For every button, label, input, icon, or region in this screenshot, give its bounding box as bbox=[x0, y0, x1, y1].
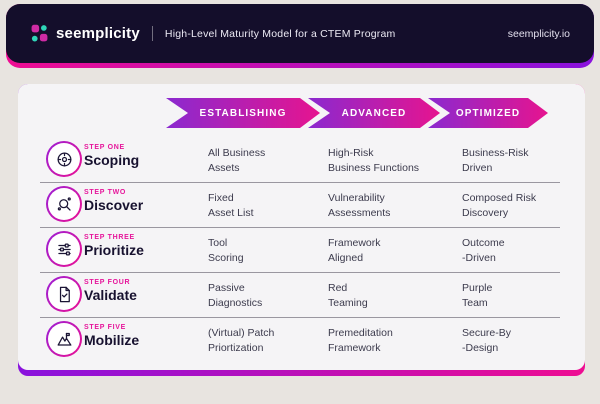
table-row-validate: STEP FOUR Validate Passive Diagnostics R… bbox=[18, 273, 585, 318]
cell-advanced: Vulnerability Assessments bbox=[328, 192, 391, 219]
scoping-target-icon bbox=[46, 141, 82, 177]
cell-optimized: Purple Team bbox=[462, 282, 493, 309]
cell-advanced: Red Teaming bbox=[328, 282, 368, 309]
column-headers: ESTABLISHING ADVANCED OPTIMIZED bbox=[166, 98, 548, 128]
cell-establishing: Passive Diagnostics bbox=[208, 282, 263, 309]
cell-advanced: High-Risk Business Functions bbox=[328, 147, 420, 174]
step-label-block: STEP ONE Scoping bbox=[84, 144, 139, 168]
maturity-model-card-inner: ESTABLISHING ADVANCED OPTIMIZED STEP ONE… bbox=[18, 84, 585, 370]
step-title: Mobilize bbox=[84, 332, 140, 348]
page-title: High-Level Maturity Model for a CTEM Pro… bbox=[164, 27, 396, 40]
maturity-model-card: ESTABLISHING ADVANCED OPTIMIZED STEP ONE… bbox=[18, 84, 585, 376]
table-row-prioritize: STEP THREE Prioritize Tool Scoring Frame… bbox=[18, 228, 585, 273]
seemplicity-logo-icon bbox=[30, 23, 49, 44]
cell-advanced: Premeditation Framework bbox=[328, 327, 393, 354]
website-url: seemplicity.io bbox=[507, 27, 570, 40]
step-number: STEP FOUR bbox=[84, 279, 131, 286]
maturity-rows: STEP ONE Scoping All Business Assets Hig… bbox=[18, 138, 585, 363]
step-title: Prioritize bbox=[84, 242, 144, 258]
validate-document-icon bbox=[46, 276, 82, 312]
prioritize-sliders-icon bbox=[46, 231, 82, 267]
step-label-block: STEP FIVE Mobilize bbox=[84, 324, 139, 348]
column-header-advanced: ADVANCED bbox=[308, 98, 440, 128]
column-header-establishing: ESTABLISHING bbox=[166, 98, 320, 128]
cell-optimized: Secure-By -Design bbox=[462, 327, 512, 354]
step-number: STEP TWO bbox=[84, 189, 127, 196]
cell-optimized: Composed Risk Discovery bbox=[462, 192, 537, 219]
cell-establishing: (Virtual) Patch Priortization bbox=[208, 327, 275, 354]
step-title: Discover bbox=[84, 197, 144, 213]
brand-name: seemplicity bbox=[56, 25, 140, 42]
table-row-scoping: STEP ONE Scoping All Business Assets Hig… bbox=[18, 138, 585, 183]
discover-search-icon bbox=[46, 186, 82, 222]
step-number: STEP THREE bbox=[84, 234, 135, 241]
cell-advanced: Framework Aligned bbox=[328, 237, 381, 264]
cell-establishing: All Business Assets bbox=[208, 147, 266, 174]
mobilize-mountain-icon bbox=[46, 321, 82, 357]
cell-optimized: Business-Risk Driven bbox=[462, 147, 529, 174]
header-banner: seemplicity High-Level Maturity Model fo… bbox=[6, 4, 594, 68]
cell-establishing: Tool Scoring bbox=[208, 237, 244, 264]
cell-optimized: Outcome -Driven bbox=[462, 237, 505, 264]
step-number: STEP ONE bbox=[84, 144, 125, 151]
step-title: Scoping bbox=[84, 152, 140, 168]
header-divider bbox=[151, 26, 153, 41]
step-label-block: STEP FOUR Validate bbox=[84, 279, 137, 303]
header-inner: seemplicity High-Level Maturity Model fo… bbox=[6, 4, 594, 63]
step-label-block: STEP TWO Discover bbox=[84, 189, 143, 213]
step-title: Validate bbox=[84, 287, 137, 303]
table-row-discover: STEP TWO Discover Fixed Asset List Vulne… bbox=[18, 183, 585, 228]
column-header-optimized: OPTIMIZED bbox=[428, 98, 548, 128]
step-label-block: STEP THREE Prioritize bbox=[84, 234, 144, 258]
step-number: STEP FIVE bbox=[84, 324, 126, 331]
table-row-mobilize: STEP FIVE Mobilize (Virtual) Patch Prior… bbox=[18, 318, 585, 363]
cell-establishing: Fixed Asset List bbox=[208, 192, 254, 219]
